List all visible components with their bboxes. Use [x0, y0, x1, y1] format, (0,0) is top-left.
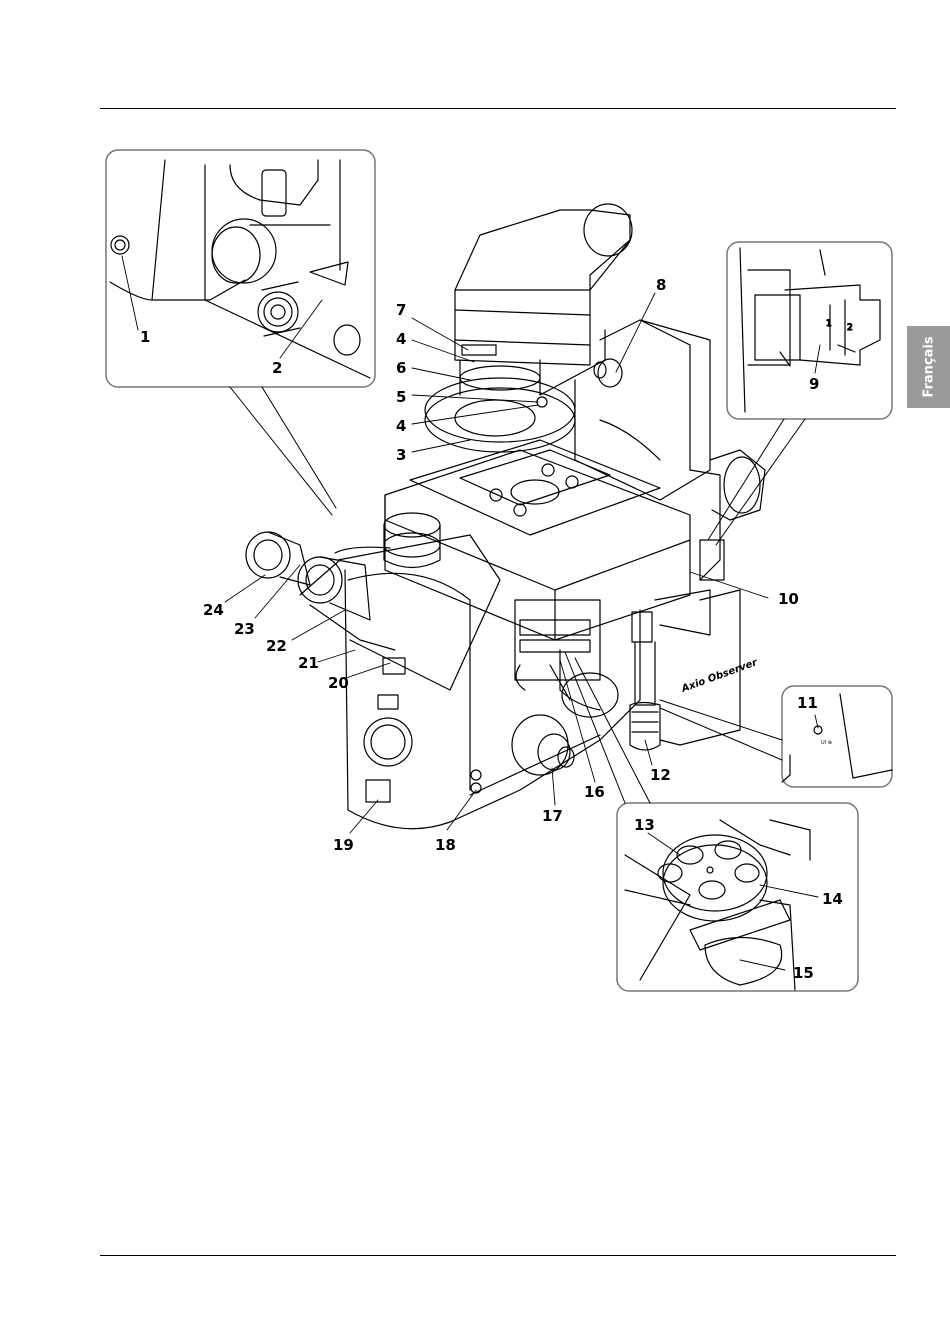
callout-22: 22	[266, 637, 287, 655]
callout-18: 18	[435, 836, 456, 854]
callout-8: 8	[656, 276, 666, 294]
callout-7: 7	[396, 301, 406, 319]
callout-4-lower: 4	[396, 417, 406, 435]
slider-number-1: 1	[826, 319, 832, 329]
brand-label: Axio Observer	[679, 657, 759, 695]
callout-9: 9	[809, 375, 819, 393]
ui-marking: UI ⊕	[821, 740, 832, 746]
callout-4-upper: 4	[396, 330, 406, 348]
callout-24: 24	[203, 601, 224, 619]
callout-17: 17	[542, 807, 563, 825]
callout-3: 3	[396, 446, 406, 464]
callout-5: 5	[396, 388, 406, 406]
slider-number-2: 2	[847, 323, 853, 333]
inset-side-controls	[106, 150, 375, 387]
callout-21: 21	[298, 654, 319, 672]
callout-labels: 1 2 3 4 4 5 6 7 8 9 10 11 12 13 14 15 16…	[140, 276, 843, 982]
callout-2: 2	[272, 359, 282, 377]
callout-1: 1	[140, 328, 150, 346]
callout-16: 16	[584, 783, 605, 801]
callout-19: 19	[333, 836, 354, 854]
callout-11: 11	[797, 694, 818, 712]
callout-15: 15	[793, 964, 814, 982]
callout-6: 6	[396, 359, 406, 377]
callout-13: 13	[634, 816, 655, 834]
callout-14: 14	[822, 890, 843, 908]
callout-20: 20	[328, 674, 349, 692]
microscope-body	[246, 204, 765, 829]
callout-23: 23	[234, 620, 255, 638]
callout-12: 12	[650, 766, 671, 784]
callout-10: 10	[778, 590, 799, 608]
leader-lines	[122, 256, 820, 970]
